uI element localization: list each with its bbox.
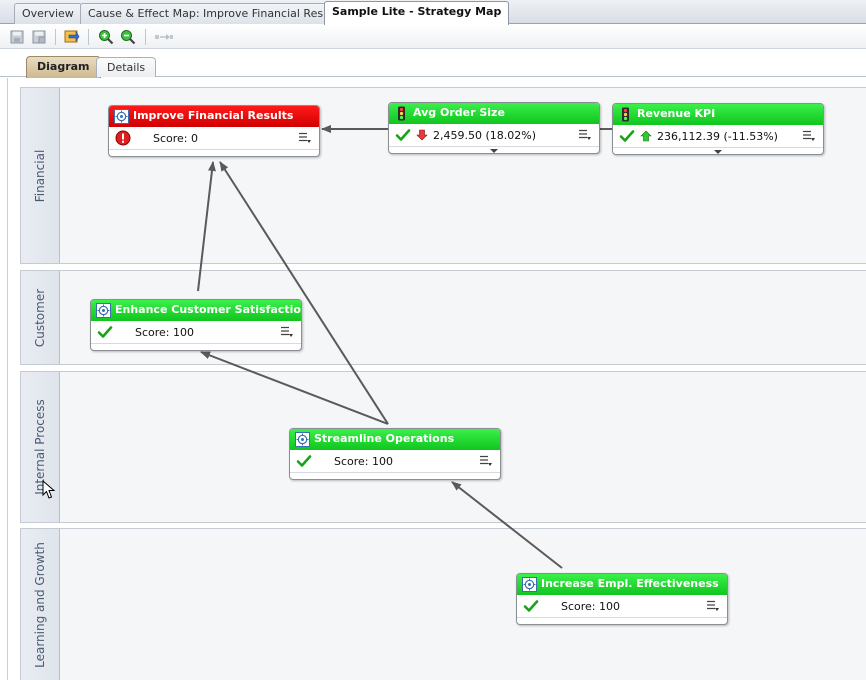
node-header: Streamline Operations [290, 429, 500, 450]
lane-label-learning-growth: Learning and Growth [20, 529, 60, 680]
objective-improve-financial-results[interactable]: Improve Financial Results Score: 0 [108, 105, 320, 157]
error-icon [115, 130, 131, 146]
node-header: Avg Order Size [389, 103, 599, 124]
options-menu-icon[interactable] [578, 129, 592, 141]
kpi-value: 236,112.39 (-11.53%) [657, 130, 778, 143]
trend-up-arrow-icon [640, 130, 652, 142]
traffic-light-icon [622, 107, 629, 122]
expand-caret-icon[interactable] [714, 150, 722, 154]
export-icon[interactable] [64, 29, 80, 45]
zoom-out-icon[interactable] [120, 29, 136, 45]
toolbar [0, 25, 866, 49]
save-icon[interactable] [9, 29, 25, 45]
tab-overview[interactable]: Overview [14, 3, 82, 24]
checkmark-icon [523, 600, 539, 612]
node-title: Enhance Customer Satisfaction [115, 303, 302, 316]
lane-label-customer: Customer [20, 271, 60, 364]
mouse-cursor-icon [42, 480, 56, 499]
objective-icon [96, 303, 111, 318]
node-header: Improve Financial Results [109, 106, 319, 127]
options-menu-icon[interactable] [479, 455, 493, 467]
checkmark-icon [619, 130, 635, 142]
tab-cause-effect-map[interactable]: Cause & Effect Map: Improve Financial Re… [80, 3, 352, 24]
panel-edge [0, 78, 8, 680]
node-score: Score: 100 [135, 326, 195, 339]
node-score: Score: 0 [153, 132, 199, 145]
objective-icon [114, 109, 129, 124]
checkmark-icon [97, 326, 113, 338]
checkmark-icon [296, 455, 312, 467]
node-header: Enhance Customer Satisfaction [91, 300, 301, 321]
lane-learning-growth: Learning and Growth [20, 528, 866, 680]
node-title: Improve Financial Results [133, 109, 294, 122]
tab-details[interactable]: Details [96, 57, 157, 77]
node-title: Increase Empl. Effectiveness [541, 577, 719, 590]
lane-label-internal-process: Internal Process [20, 372, 60, 522]
connector-icon[interactable] [154, 29, 174, 45]
lane-label-financial: Financial [20, 88, 60, 263]
tab-diagram[interactable]: Diagram [26, 56, 101, 78]
node-score: Score: 100 [561, 600, 621, 613]
node-title: Avg Order Size [413, 106, 505, 119]
kpi-value: 2,459.50 (18.02%) [433, 129, 537, 142]
expand-caret-icon[interactable] [490, 149, 498, 153]
options-menu-icon[interactable] [298, 132, 312, 144]
zoom-in-icon[interactable] [98, 29, 114, 45]
kpi-revenue[interactable]: Revenue KPI 236,112.39 (-11.53%) [612, 103, 824, 155]
objective-streamline-operations[interactable]: Streamline Operations Score: 100 [289, 428, 501, 480]
view-tab-bar: Diagram Details [0, 49, 866, 78]
node-score: Score: 100 [334, 455, 394, 468]
kpi-avg-order-size[interactable]: Avg Order Size 2,459.50 (18.02%) [388, 102, 600, 154]
document-tab-bar: Overview Cause & Effect Map: Improve Fin… [0, 0, 866, 25]
checkmark-icon [395, 129, 411, 141]
objective-increase-empl-effectiveness[interactable]: Increase Empl. Effectiveness Score: 100 [516, 573, 728, 625]
objective-icon [295, 432, 310, 447]
traffic-light-icon [398, 106, 405, 121]
node-title: Revenue KPI [637, 107, 716, 120]
node-header: Increase Empl. Effectiveness [517, 574, 727, 595]
options-menu-icon[interactable] [706, 600, 720, 612]
tab-strategy-map[interactable]: Sample Lite - Strategy Map [324, 1, 510, 25]
options-menu-icon[interactable] [280, 326, 294, 338]
trend-down-arrow-icon [416, 129, 428, 141]
node-title: Streamline Operations [314, 432, 455, 445]
options-menu-icon[interactable] [802, 130, 816, 142]
objective-icon [522, 577, 537, 592]
save-as-icon[interactable] [31, 29, 47, 45]
objective-enhance-customer-satisfaction[interactable]: Enhance Customer Satisfaction Score: 100 [90, 299, 302, 351]
node-header: Revenue KPI [613, 104, 823, 125]
